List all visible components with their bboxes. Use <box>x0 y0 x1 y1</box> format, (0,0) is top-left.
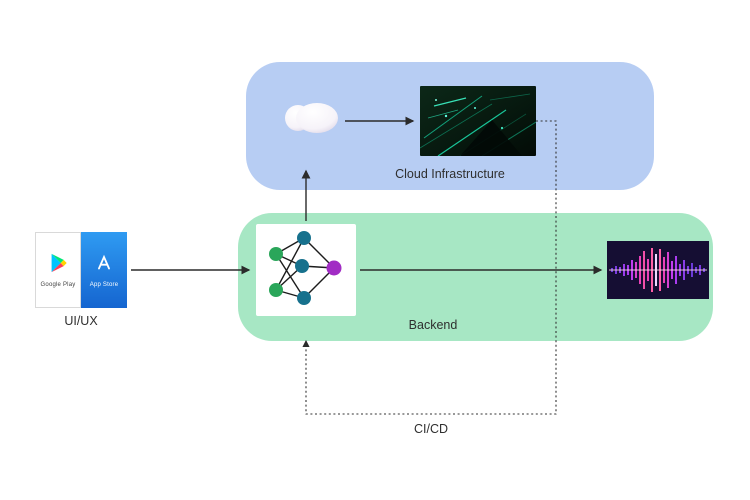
app-store-badge: App Store <box>81 232 127 308</box>
cicd-label: CI/CD <box>413 422 449 436</box>
uiux-label: UI/UX <box>64 314 98 328</box>
app-store-icon <box>98 254 110 270</box>
uiux-badges: Google Play App Store <box>35 232 127 308</box>
neural-network-node <box>256 224 356 316</box>
google-play-label: Google Play <box>40 282 76 288</box>
neural-network-icon <box>269 231 342 305</box>
waveform-image <box>607 241 709 299</box>
cloud-icon <box>285 103 338 133</box>
google-play-badge: Google Play <box>35 232 81 308</box>
circuit-board-image <box>420 86 536 156</box>
backend-label: Backend <box>408 318 458 332</box>
app-store-label: App Store <box>89 282 119 288</box>
cloud-infrastructure-label: Cloud Infrastructure <box>395 167 505 181</box>
google-play-icon <box>51 253 67 273</box>
